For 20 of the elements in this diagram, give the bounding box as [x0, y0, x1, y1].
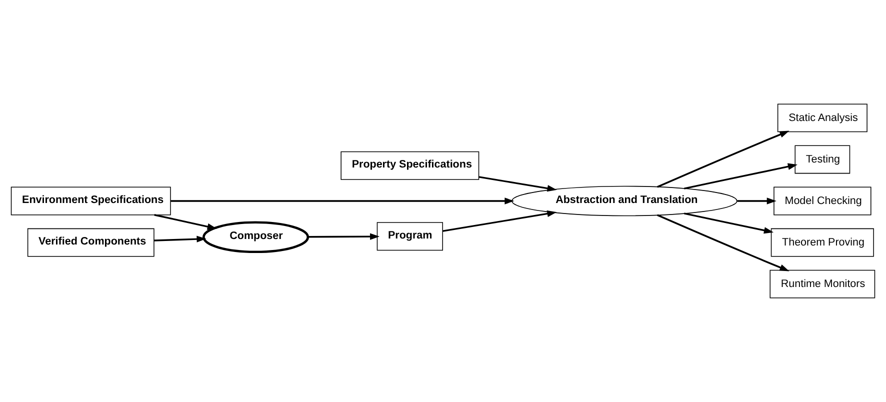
- node-box: Program: [376, 222, 443, 251]
- arrow: [684, 163, 798, 190]
- node-box: Static Analysis: [777, 104, 868, 132]
- node-box: Environment Specifications: [10, 186, 171, 216]
- arrow: [308, 233, 380, 240]
- node-box: Property Specifications: [340, 151, 480, 180]
- arrow: [657, 214, 790, 272]
- node-box: Verified Components: [27, 228, 154, 257]
- arrow: [737, 198, 776, 204]
- node-box: Model Checking: [774, 186, 872, 216]
- node-box: Theorem Proving: [770, 228, 874, 257]
- arrow: [684, 212, 774, 234]
- arrow: [657, 130, 790, 188]
- node-box: Runtime Monitors: [770, 270, 876, 298]
- arrow: [154, 236, 206, 242]
- arrow: [170, 198, 514, 204]
- arrow: [478, 176, 557, 192]
- node-box: Testing: [794, 145, 850, 174]
- arrow: [154, 214, 217, 230]
- arrow: [442, 210, 557, 232]
